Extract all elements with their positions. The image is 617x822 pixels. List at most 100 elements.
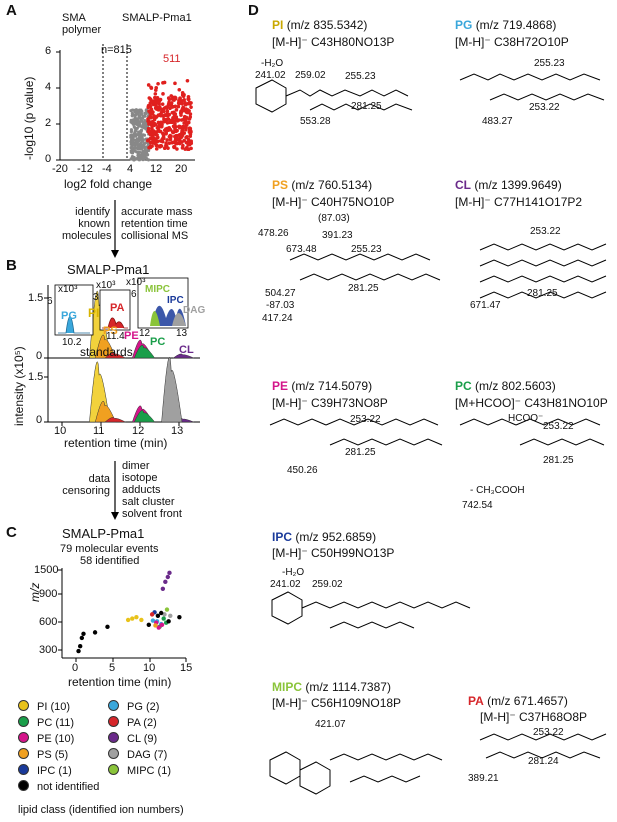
workflow1-right-0: accurate mass	[121, 206, 193, 218]
a-ylabel: -log10 (p value)	[22, 76, 36, 160]
legend-swatch	[18, 700, 29, 711]
mipc-inset-scale: x10³	[126, 277, 146, 288]
pg-mz: (m/z 719.4868)	[475, 18, 557, 32]
volcano-point-red	[150, 101, 155, 105]
a-ytick-2: 2	[45, 117, 52, 129]
workflow-arrowhead-2	[111, 512, 119, 520]
pe-frag-253: 253.22	[350, 414, 381, 425]
ps-frag-673: 673.48	[286, 244, 317, 255]
volcano-point-grey	[140, 145, 145, 150]
volcano-point-grey	[139, 128, 144, 132]
pi-name: PI	[272, 18, 284, 32]
mz-point	[166, 619, 171, 624]
volcano-point-grey	[136, 153, 140, 158]
mipc-name: MIPC	[272, 680, 302, 694]
pc-name: PC	[455, 379, 472, 393]
legend-item: PC (11)	[18, 716, 74, 729]
pi-frag-259: 259.02	[295, 70, 326, 81]
volcano-point-red	[175, 137, 180, 142]
volcano-point-red	[153, 99, 157, 103]
volcano-point-red	[154, 132, 159, 137]
pg-name: PG	[455, 18, 473, 32]
volcano-point-red	[164, 113, 168, 118]
peak-label-mipc: MIPC	[145, 284, 170, 295]
mz-point	[159, 622, 165, 627]
volcano-point-red	[178, 124, 182, 129]
peak-pc	[133, 344, 156, 359]
cl-chain-1	[479, 243, 607, 251]
pa-mz: (m/z 671.4657)	[487, 694, 568, 708]
volcano-points	[129, 78, 194, 162]
volcano-point-red	[189, 139, 193, 143]
volcano-point-red	[164, 131, 168, 135]
volcano-point-grey	[135, 126, 139, 130]
volcano-point-grey	[133, 134, 138, 138]
cl-frag-281: 281.25	[527, 288, 558, 299]
mz-point	[105, 624, 110, 630]
mz-point	[77, 644, 83, 649]
a-ytick-6: 6	[45, 45, 52, 57]
pi-frag-255: 255.23	[345, 71, 376, 82]
volcano-point-red	[154, 143, 159, 148]
c-xlabel: retention time (min)	[68, 675, 172, 689]
pg-inset-scale: x10³	[58, 284, 78, 295]
cl-chain-3	[479, 275, 607, 283]
volcano-point-red	[178, 96, 182, 101]
volcano-point-red	[177, 118, 181, 122]
b-ytick-bottom-1: 1.5	[28, 371, 44, 383]
mipc-inset-peak	[141, 311, 160, 326]
volcano-point-grey	[129, 129, 134, 134]
ps-frag-417: 417.24	[262, 313, 293, 324]
cl-frag-253: 253.22	[530, 226, 561, 237]
volcano-point-grey	[143, 111, 147, 116]
volcano-point-red	[179, 118, 184, 122]
legend-item: not identified	[18, 780, 99, 793]
pi-frag-553: 553.28	[300, 116, 331, 127]
pg-inset-peak	[58, 316, 90, 334]
volcano-point-grey	[129, 149, 133, 153]
n-left-label: n=815	[101, 44, 132, 56]
legend-swatch	[18, 716, 29, 727]
pa-chain-2	[485, 751, 601, 759]
mz-point	[139, 617, 144, 623]
b-xtick-13: 13	[171, 425, 184, 437]
c-xtick-0: 0	[72, 662, 79, 674]
mz-point	[76, 648, 81, 654]
ipc-chain-1	[301, 601, 471, 609]
volcano-point-red	[150, 137, 154, 141]
volcano-point-red	[156, 125, 161, 129]
volcano-point-grey	[131, 113, 135, 117]
volcano-point-grey	[132, 118, 136, 122]
volcano-point-red	[161, 92, 165, 96]
b-xlabel: retention time (min)	[64, 436, 168, 450]
volcano-point-red	[150, 140, 155, 145]
volcano-point-red	[146, 83, 151, 87]
volcano-point-grey	[140, 125, 144, 129]
volcano-point-grey	[135, 142, 139, 146]
volcano-point-red	[146, 138, 150, 143]
mz-point	[163, 579, 168, 585]
volcano-point-grey	[143, 114, 147, 118]
volcano-point-grey	[137, 130, 141, 134]
mz-point	[92, 630, 98, 635]
mz-point	[168, 613, 173, 618]
volcano-point-red	[182, 92, 186, 97]
volcano-point-grey	[133, 146, 138, 150]
volcano-point-red	[152, 130, 157, 134]
pi-formula: [M-H]⁻ C43H80NO13P	[272, 35, 395, 49]
mz-point	[79, 635, 85, 641]
pi-frag-241: 241.02	[255, 70, 286, 81]
volcano-point-grey	[137, 114, 142, 118]
mz-point	[167, 570, 172, 576]
volcano-point-red	[182, 125, 187, 129]
peak-label-pg: PG	[61, 310, 77, 322]
volcano-point-red	[161, 81, 165, 85]
pg-frag-255: 255.23	[534, 58, 565, 69]
volcano-point-red	[180, 101, 184, 106]
c-xtick-10: 10	[143, 662, 156, 674]
workflow1-left-2: molecules	[62, 230, 112, 242]
workflow2-right-3: salt cluster	[122, 496, 175, 508]
volcano-point-grey	[142, 157, 146, 161]
volcano-point-red	[179, 113, 183, 117]
